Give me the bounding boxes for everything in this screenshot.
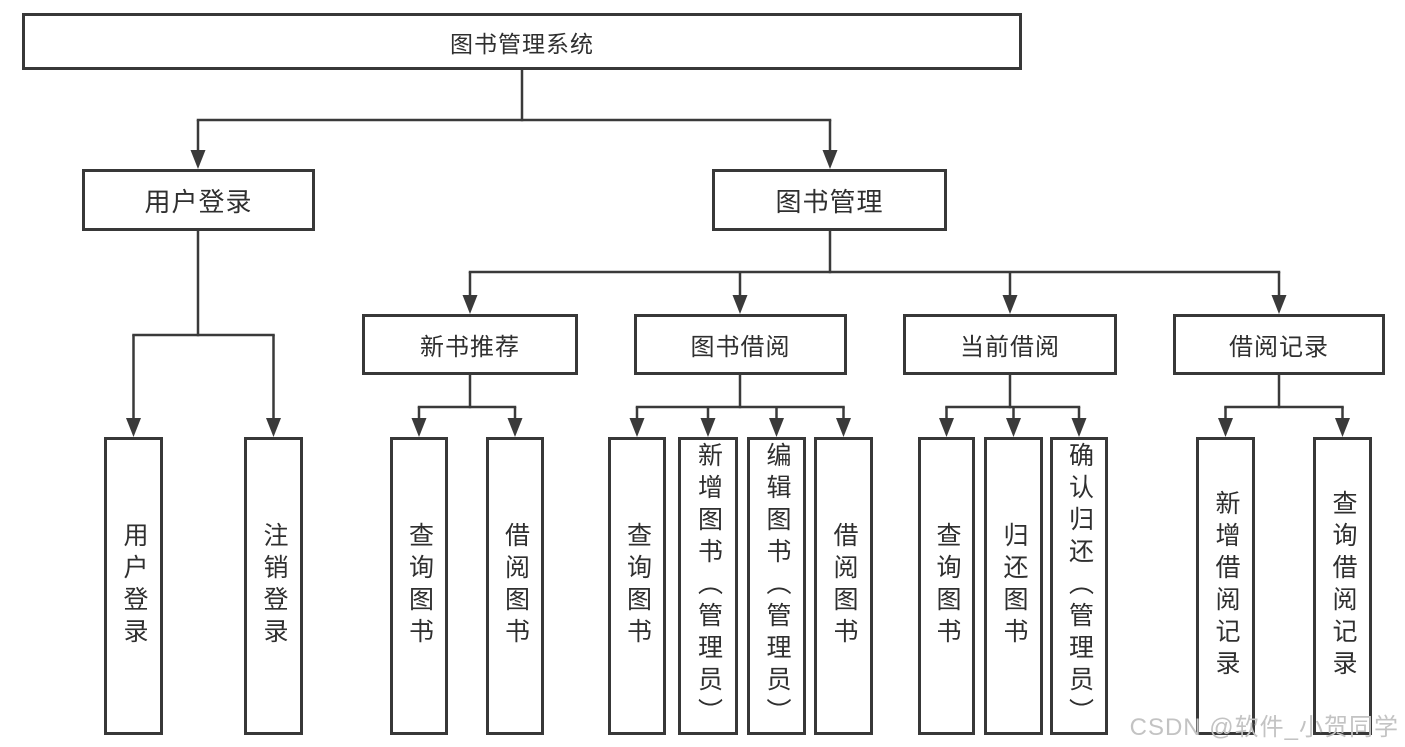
leaf-confirm-return-admin: 确认归还（管理员） [1050, 437, 1108, 735]
connector-root-to-level2 [190, 70, 838, 169]
node-label: 借阅图书 [830, 522, 858, 650]
leaf-return-books: 归还图书 [984, 437, 1043, 735]
node-label: 图书管理系统 [450, 30, 594, 57]
node-label: 当前借阅 [960, 334, 1060, 361]
node-label: 新增图书（管理员） [694, 442, 723, 730]
node-label: 用户登录 [120, 522, 148, 650]
leaf-query-books-borrowing: 查询图书 [608, 437, 666, 735]
node-label: 编辑图书（管理员） [763, 442, 791, 730]
node-label: 借阅记录 [1229, 334, 1329, 361]
node-label: 注销登录 [260, 522, 288, 650]
leaf-borrow-books-recommend: 借阅图书 [486, 437, 544, 735]
connector-records-to-leaves [1218, 375, 1350, 437]
node-label: 图书借阅 [690, 334, 791, 361]
node-user-login: 用户登录 [82, 169, 315, 231]
leaf-logout: 注销登录 [244, 437, 303, 735]
node-label: 查询图书 [405, 522, 434, 650]
leaf-edit-books-admin: 编辑图书（管理员） [747, 437, 806, 735]
node-label: 新增借阅记录 [1212, 490, 1240, 682]
leaf-query-borrow-record: 查询借阅记录 [1313, 437, 1372, 735]
csdn-watermark: CSDN @软件_小贺同学 [1129, 714, 1399, 741]
node-label: 新书推荐 [420, 334, 520, 361]
leaf-query-books-recommend: 查询图书 [390, 437, 448, 735]
node-label: 归还图书 [1000, 522, 1028, 650]
node-label: 借阅图书 [501, 522, 530, 650]
node-borrowing-records: 借阅记录 [1173, 314, 1385, 375]
node-current-borrowing: 当前借阅 [903, 314, 1117, 375]
leaf-user-login: 用户登录 [104, 437, 163, 735]
leaf-query-books-current: 查询图书 [918, 437, 975, 735]
leaf-add-books-admin: 新增图书（管理员） [678, 437, 738, 735]
node-label: 查询图书 [623, 522, 652, 650]
node-label: 图书管理 [775, 186, 884, 217]
leaf-add-borrow-record: 新增借阅记录 [1196, 437, 1255, 735]
leaf-borrow-books: 借阅图书 [814, 437, 873, 735]
connector-borrow-to-leaves [629, 375, 851, 437]
node-label: 确认归还（管理员） [1065, 442, 1094, 730]
node-label: 查询图书 [933, 522, 961, 650]
node-new-book-recommend: 新书推荐 [362, 314, 578, 375]
connector-mgmt-to-level3 [462, 231, 1287, 314]
node-label: 查询借阅记录 [1329, 490, 1357, 682]
node-label: 用户登录 [144, 186, 253, 217]
connector-newbook-to-leaves [411, 375, 523, 437]
connector-current-to-leaves [939, 375, 1087, 437]
connector-login-to-leaves [126, 231, 281, 437]
node-library-management-system: 图书管理系统 [22, 13, 1022, 70]
node-book-management: 图书管理 [712, 169, 947, 231]
node-book-borrowing: 图书借阅 [634, 314, 847, 375]
